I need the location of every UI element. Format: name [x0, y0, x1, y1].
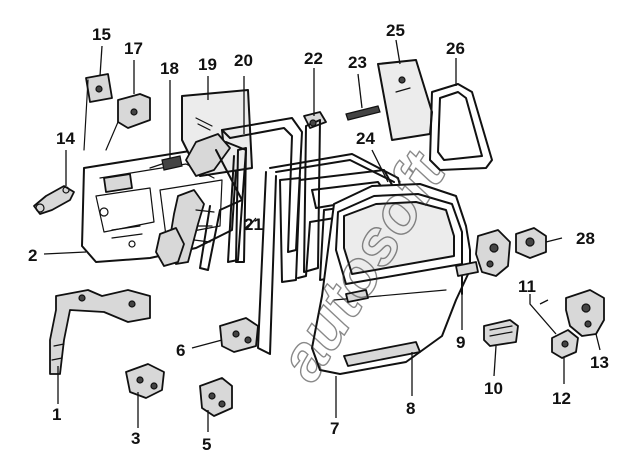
- label-part-2: 2: [28, 246, 37, 265]
- label-part-12: 12: [552, 389, 571, 408]
- part-6-hinge-block: [219, 317, 259, 353]
- part-12-latch-plate: [551, 329, 579, 359]
- part-10-lock-actuator: [483, 319, 519, 347]
- label-part-18: 18: [160, 59, 179, 78]
- part-26-glass-seal: [429, 83, 493, 171]
- label-part-20: 20: [234, 51, 253, 70]
- label-part-21: 21: [244, 215, 263, 234]
- part-18-clip: [149, 155, 183, 171]
- part-13-door-check: [565, 289, 605, 337]
- part-7-outer-door-shell: [311, 183, 471, 375]
- part-3-hinge-bracket: [125, 363, 165, 399]
- label-part-13: 13: [590, 353, 609, 372]
- label-part-25: 25: [386, 21, 405, 40]
- label-part-17: 17: [124, 39, 143, 58]
- label-part-26: 26: [446, 39, 465, 58]
- label-part-22: 22: [304, 49, 323, 68]
- part-22-upright-trim: [303, 111, 327, 273]
- label-part-23: 23: [348, 53, 367, 72]
- leader-lines: [43, 39, 601, 432]
- label-part-15: 15: [92, 25, 111, 44]
- label-part-7: 7: [330, 419, 339, 438]
- part-14-interior-handle: [33, 185, 75, 215]
- label-part-1: 1: [52, 405, 61, 424]
- label-part-24: 24: [356, 129, 375, 148]
- part-28-lock-bracket: [515, 227, 547, 259]
- label-part-10: 10: [484, 379, 503, 398]
- label-part-5: 5: [202, 435, 211, 454]
- part-2-door-trim-panel: [81, 149, 237, 263]
- label-part-28: 28: [576, 229, 595, 248]
- part-9-striker: [455, 261, 479, 295]
- window-regulator: [155, 133, 247, 271]
- label-part-3: 3: [131, 429, 140, 448]
- part-15-trim-pad: [83, 73, 113, 151]
- label-part-8: 8: [406, 399, 415, 418]
- label-part-9: 9: [456, 333, 465, 352]
- label-part-11: 11: [518, 277, 536, 296]
- label-part-14: 14: [56, 129, 75, 148]
- part-5-hinge-plate: [199, 377, 233, 417]
- part-1-hinge-strap: [49, 289, 151, 375]
- part-25-quarter-glass: [377, 59, 433, 141]
- part-number-labels: 1 2 3 5 6 7 8 9 10 11 12 13 14 15 17 18 …: [28, 21, 609, 454]
- part-23-moulding-strip: [345, 105, 381, 121]
- label-part-6: 6: [176, 341, 185, 360]
- part-hinge-assembly: [475, 229, 511, 277]
- part-17-bracket: [105, 93, 151, 151]
- label-part-19: 19: [198, 55, 217, 74]
- part-21-vertical-channel: [235, 147, 247, 263]
